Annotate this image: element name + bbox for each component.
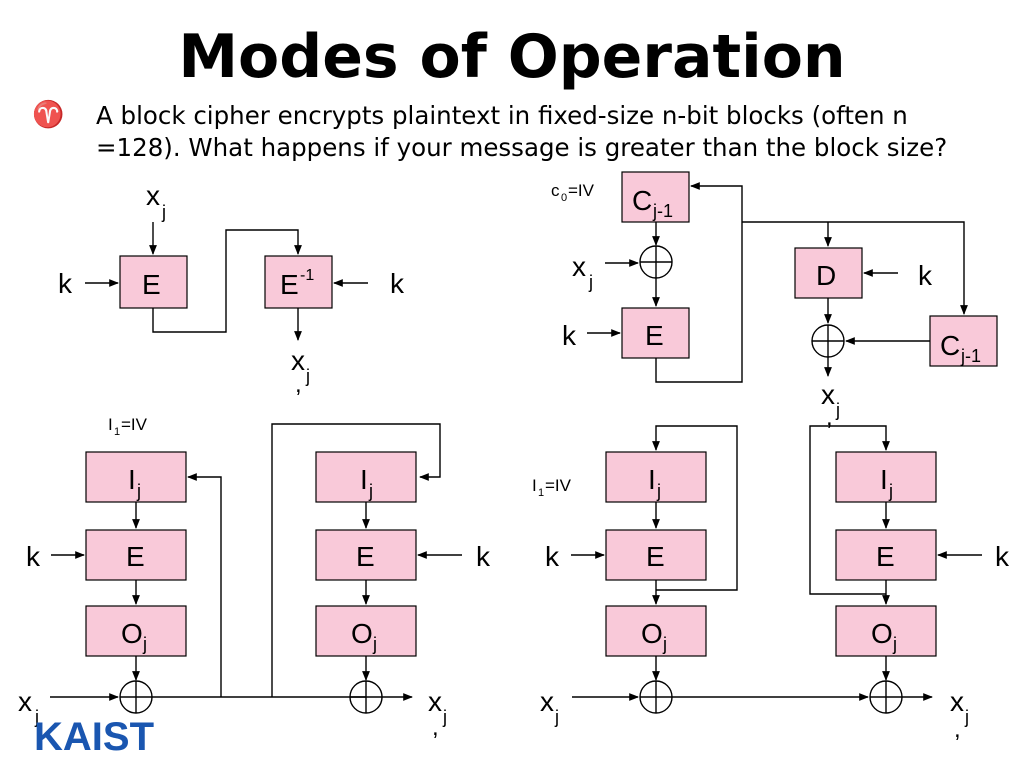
cfb-enc-input-i: I [128,464,136,495]
cfb-enc-output-sub: j [142,634,147,654]
ofb-enc-input-sub: j [656,481,661,501]
cbc-decrypt-label: D [816,260,836,291]
cfb-dec-out-sub: j [442,707,447,727]
kaist-logo-text: KAIST [34,715,154,759]
ecb-input-x: x [146,180,160,211]
ofb-iv-sub: 1 [538,487,544,499]
cfb-enc-key-k: k [26,541,41,572]
ofb-enc-encrypt-label: E [646,541,665,572]
cbc-prev-cipher2-sub: j-1 [960,346,981,366]
cfb-dec-output-sub: j [372,634,377,654]
ofb-dec-out-prime: , [954,716,961,743]
ecb-input-sub: j [161,202,166,222]
cfb-enc-input-sub: j [136,481,141,501]
cfb-enc-encrypt-box [85,529,187,581]
ecb-decrypt-sup: -1 [300,267,314,284]
cfb-dec-output-o: O [351,618,373,649]
ecb-encrypt-label: E [142,269,161,300]
ofb-dec-output-box [835,605,937,657]
cfb-dec-input-i: I [360,464,368,495]
cfb-enc-encrypt-label: E [126,541,145,572]
ecb-key-k: k [58,268,73,299]
ofb-enc-output-o: O [641,618,663,649]
cbc-prev-cipher2-c: C [940,330,960,361]
ofb-dec-key-k: k [995,541,1010,572]
cbc-iv-rest: =IV [568,181,595,200]
cbc-output-sub: j [835,400,840,420]
cbc-encrypt-label: E [645,320,664,351]
ofb-dec-output-sub: j [892,634,897,654]
ofb-dec-input-box [835,451,937,503]
cbc-prev-cipher-c: C [632,185,652,216]
cfb-dec-input-sub: j [368,481,373,501]
ecb-decrypt-box [264,255,333,309]
ecb-encrypt-box [119,255,188,309]
cbc-key-k: k [562,320,577,351]
ecb-key-k2: k [390,268,405,299]
ofb-iv-i: I [532,476,537,495]
ofb-enc-output-sub: j [662,634,667,654]
ofb-enc-key-k: k [545,541,560,572]
cfb-dec-encrypt-label: E [356,541,375,572]
ofb-enc-input-i: I [648,464,656,495]
cfb-enc-input-box [85,451,187,503]
cfb-enc-plain-sub: j [34,707,39,727]
cfb-dec-output-box [315,605,417,657]
slide-title: Modes of Operation [178,22,846,92]
ofb-dec-out-x: x [950,686,964,717]
ofb-iv-rest: =IV [545,476,572,495]
ofb-dec-output-o: O [871,618,893,649]
ofb-enc-encrypt-box [605,529,707,581]
ecb-output-sub: j [305,366,310,386]
bullet-text: A block cipher encrypts plaintext in fix… [96,101,948,162]
bullet-marker: ♈ [32,100,65,130]
cbc-output-prime: , [826,404,833,431]
cbc-prev-cipher-sub: j-1 [652,201,673,221]
cbc-diagram: c 0 =IV C j-1 x j k E D k C j-1 x j [551,171,998,431]
cfb-enc-output-o: O [121,618,143,649]
cbc-iv-sub: 0 [561,192,567,204]
ecb-output-prime: , [295,371,302,398]
ofb-enc-plain-x: x [540,686,554,717]
cbc-plain-sub: j [588,272,593,292]
ofb-dec-input-sub: j [888,481,893,501]
cfb-enc-plain-x: x [18,686,32,717]
ecb-decrypt-label: E [280,269,299,300]
cfb-iv-sub: 1 [114,426,120,438]
ofb-dec-encrypt-box [835,529,937,581]
cfb-iv-i: I [108,415,113,434]
cfb-dec-out-x: x [428,686,442,717]
cfb-dec-out-prime: , [432,714,439,741]
cfb-dec-key-k: k [476,541,491,572]
cbc-decrypt-box [794,247,863,299]
ofb-diagram: I 1 =IV I j E k O j x j I j E k [532,425,1010,743]
ofb-dec-out-sub: j [964,707,969,727]
cbc-plain-x: x [572,251,586,282]
ofb-dec-encrypt-label: E [876,541,895,572]
ofb-enc-output-box [605,605,707,657]
cbc-output-x: x [821,379,835,410]
ofb-dec-input-i: I [880,464,888,495]
ecb-diagram: x j k E E -1 k x j , [58,180,405,398]
ofb-enc-input-box [605,451,707,503]
cbc-iv-c: c [551,181,560,200]
ecb-output-x: x [291,345,305,376]
cfb-dec-encrypt-box [315,529,417,581]
cbc-key-k2: k [918,260,933,291]
kaist-logo: KAIST [34,715,154,759]
cfb-iv-rest: =IV [121,415,148,434]
cbc-encrypt-box [621,307,690,359]
ofb-enc-plain-sub: j [554,707,559,727]
cfb-diagram: I 1 =IV I j E k O j x j I j E k [18,415,491,741]
